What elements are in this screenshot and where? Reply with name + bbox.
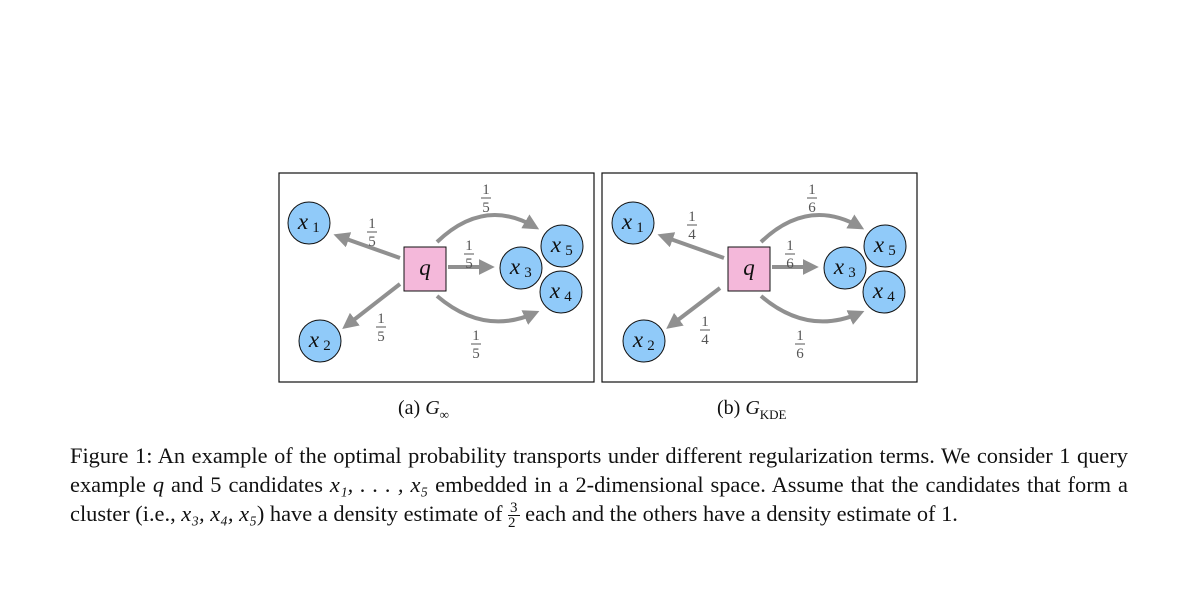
svg-text:1: 1 (636, 220, 644, 236)
weight-label-x2: 15 (376, 311, 386, 345)
svg-text:3: 3 (848, 265, 856, 281)
panel-b-caption: (b) GKDE (717, 397, 787, 422)
query-node: q (727, 246, 771, 292)
svg-text:x: x (632, 327, 644, 352)
svg-text:2: 2 (647, 338, 655, 354)
svg-text:x: x (549, 278, 561, 303)
weight-label-x5: 15 (481, 182, 491, 216)
svg-text:1: 1 (786, 238, 794, 254)
svg-text:4: 4 (887, 289, 895, 305)
svg-text:x: x (621, 209, 633, 234)
svg-text:x: x (872, 278, 884, 303)
svg-text:1: 1 (688, 209, 696, 225)
svg-text:4: 4 (701, 332, 709, 348)
panel-frame (278, 172, 595, 383)
svg-text:6: 6 (796, 346, 804, 362)
weight-label-x1: 15 (367, 216, 377, 250)
svg-text:1: 1 (377, 311, 385, 327)
svg-text:5: 5 (482, 200, 490, 216)
svg-text:5: 5 (565, 243, 573, 259)
panel-frame (601, 172, 918, 383)
svg-text:1: 1 (465, 238, 473, 254)
svg-text:q: q (419, 255, 431, 280)
svg-text:4: 4 (688, 227, 696, 243)
svg-text:x: x (550, 232, 562, 257)
weight-label-x2: 14 (700, 314, 710, 348)
svg-text:3: 3 (524, 265, 532, 281)
panel-a-caption: (a) G∞ (398, 397, 449, 422)
svg-text:x: x (308, 327, 320, 352)
weight-label-x4: 15 (471, 328, 481, 362)
svg-text:1: 1 (808, 182, 816, 198)
svg-text:q: q (743, 255, 755, 280)
svg-text:1: 1 (472, 328, 480, 344)
svg-text:6: 6 (808, 200, 816, 216)
weight-label-x3: 15 (464, 238, 474, 272)
svg-text:x: x (509, 254, 521, 279)
transport-arrow-x5 (759, 213, 865, 244)
svg-text:1: 1 (796, 328, 804, 344)
svg-text:5: 5 (888, 243, 896, 259)
weight-label-x1: 14 (687, 209, 697, 243)
svg-text:2: 2 (323, 338, 331, 354)
transport-arrow-x4 (759, 294, 865, 325)
svg-text:x: x (297, 209, 309, 234)
svg-text:x: x (833, 254, 845, 279)
weight-label-x5: 16 (807, 182, 817, 216)
query-node: q (403, 246, 447, 292)
svg-text:1: 1 (482, 182, 490, 198)
svg-text:1: 1 (368, 216, 376, 232)
svg-text:1: 1 (312, 220, 320, 236)
transport-arrow-x2 (666, 286, 722, 329)
transport-arrow-x5 (435, 213, 540, 244)
figure-caption: Figure 1: An example of the optimal prob… (70, 443, 1128, 532)
transport-arrow-x2 (342, 282, 402, 329)
transport-arrow-x4 (435, 294, 540, 325)
weight-label-x4: 16 (795, 328, 805, 362)
svg-text:5: 5 (377, 329, 385, 345)
transport-arrow-x1 (333, 232, 401, 260)
svg-text:x: x (873, 232, 885, 257)
transport-arrow-x1 (657, 232, 725, 260)
svg-text:5: 5 (472, 346, 480, 362)
weight-label-x3: 16 (785, 238, 795, 272)
svg-text:5: 5 (368, 234, 376, 250)
svg-text:5: 5 (465, 256, 473, 272)
svg-text:1: 1 (701, 314, 709, 330)
svg-text:6: 6 (786, 256, 794, 272)
svg-text:4: 4 (564, 289, 572, 305)
